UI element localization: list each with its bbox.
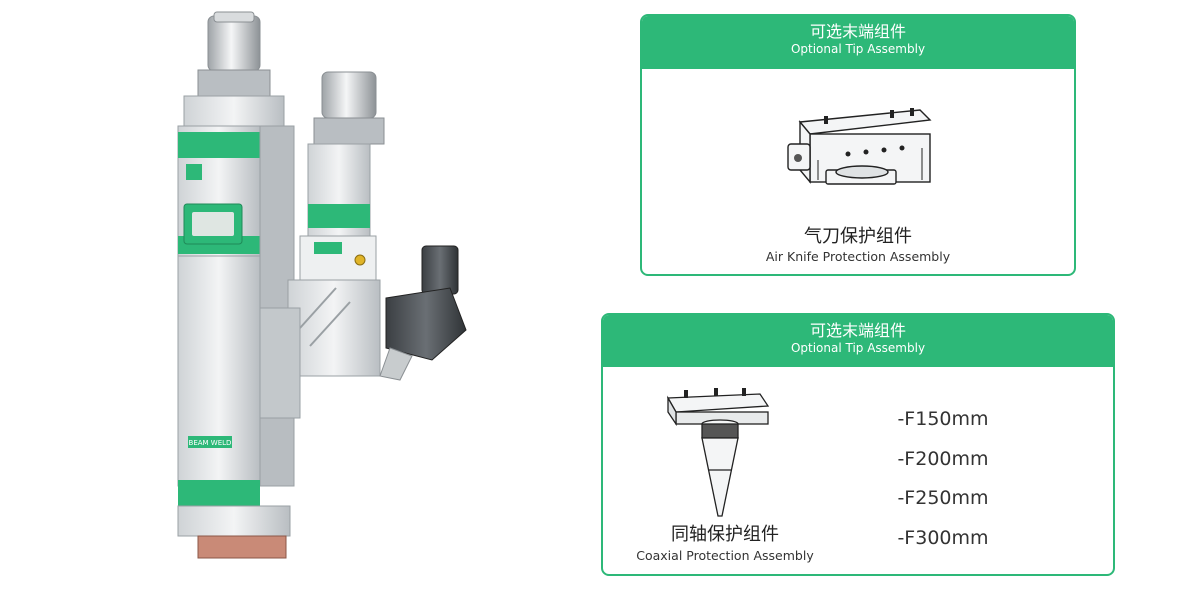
focal-length-option: -F200mm [897,447,989,470]
card-header: 可选末端组件 Optional Tip Assembly [642,16,1074,69]
optional-tip-card-coaxial: 可选末端组件 Optional Tip Assembly [601,313,1115,576]
card-title-cn: 可选末端组件 [809,22,906,41]
card-title-cn: 可选末端组件 [809,321,906,340]
laser-head-icon: BEAM WELD [177,11,467,559]
laser-welding-head-image: BEAM WELD [150,8,470,568]
card-title-en: Optional Tip Assembly [790,341,926,355]
card-header: 可选末端组件 Optional Tip Assembly [603,315,1113,367]
air-knife-assembly-icon [780,104,940,194]
air-knife-title-cn: 气刀保护组件 [804,226,912,247]
optional-tip-card-air-knife: 可选末端组件 Optional Tip Assembly [640,14,1076,276]
coaxial-title-en: Coaxial Protection Assembly [636,548,814,563]
focal-length-option: -F150mm [897,408,989,430]
focal-length-option: -F300mm [897,526,989,549]
focal-length-option: -F250mm [897,487,989,509]
card-title-en: Optional Tip Assembly [790,42,926,56]
coaxial-title-cn: 同轴保护组件 [671,524,779,545]
coaxial-nozzle-assembly-icon [664,386,772,520]
air-knife-title-en: Air Knife Protection Assembly [765,249,951,264]
focal-length-list: -F150mm -F200mm -F250mm -F300mm [888,407,998,565]
svg-text:BEAM WELD: BEAM WELD [189,439,232,447]
